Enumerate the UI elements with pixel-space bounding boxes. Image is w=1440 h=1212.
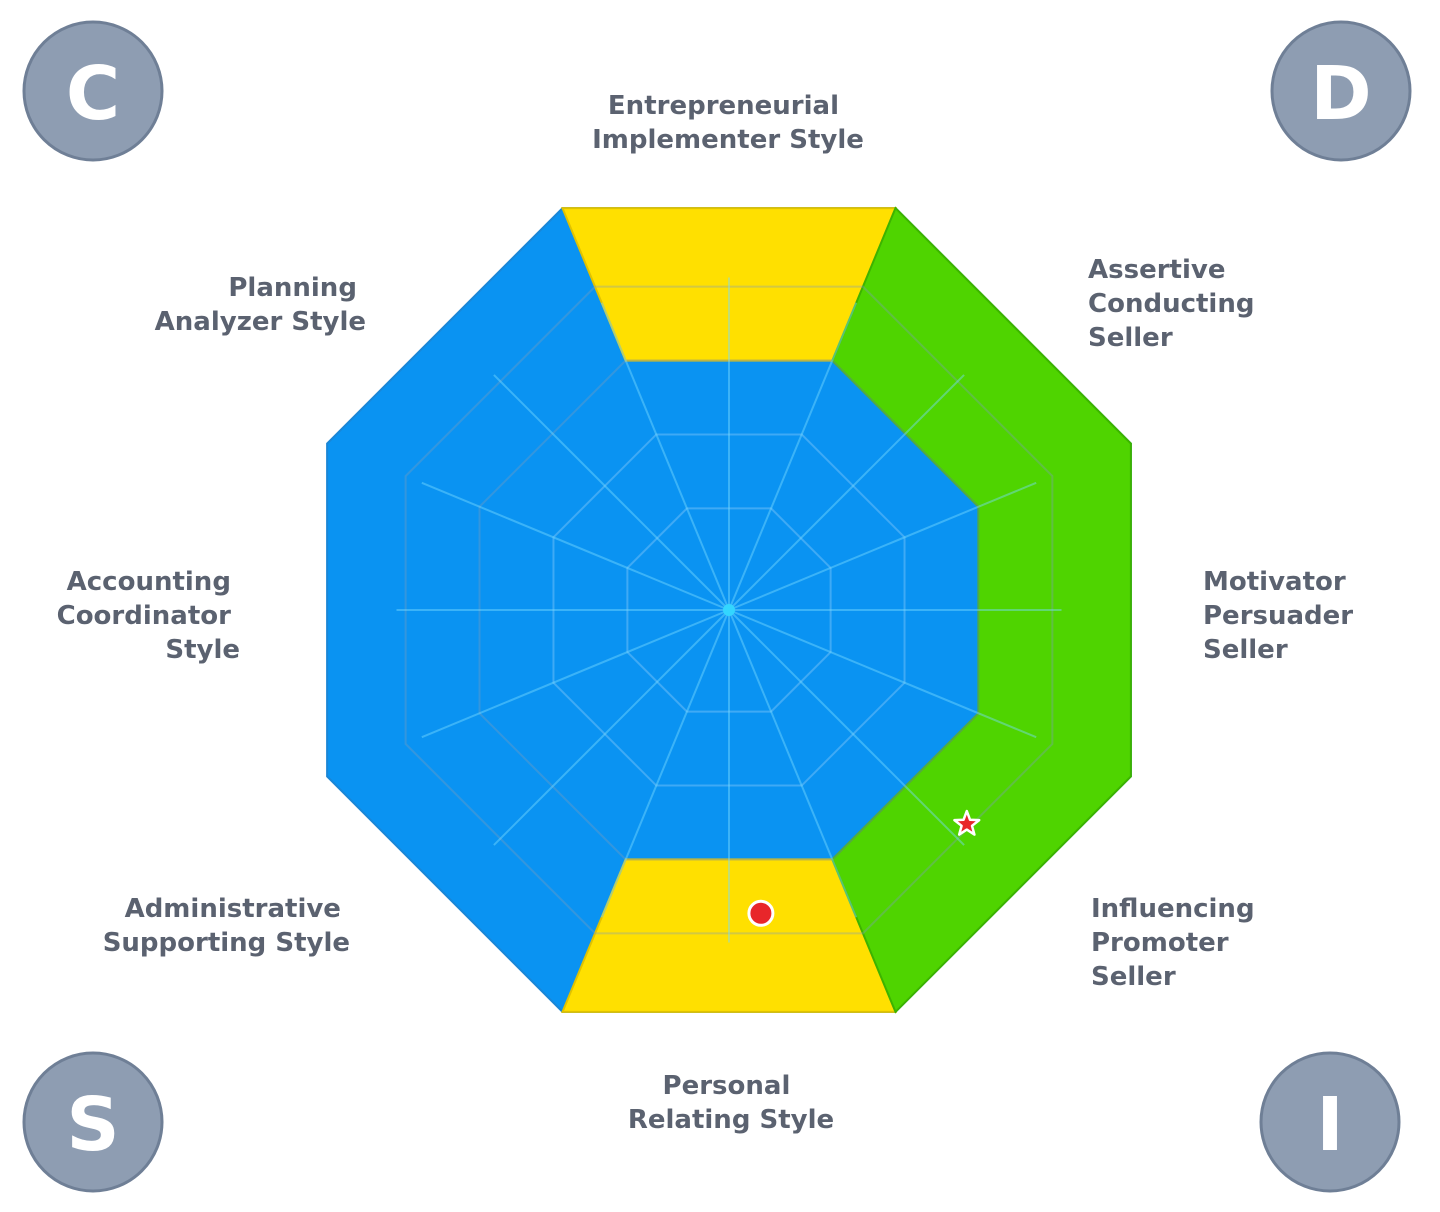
center-dot: [723, 604, 735, 616]
corner-letter-d: D: [1310, 51, 1371, 137]
label-motivator-persuader-seller: Motivator Persuader Seller: [1203, 567, 1362, 665]
ring-2: [552, 433, 906, 787]
spoke-14: [493, 374, 730, 611]
corner-letter-i: I: [1316, 1082, 1344, 1168]
ring-shade-3: [478, 359, 980, 861]
octagon-chart: [326, 206, 1132, 1014]
spoke-1: [728, 302, 858, 611]
label-influencing-promoter-seller: Influencing Promoter Seller: [1091, 894, 1264, 992]
corner-badge-s: S: [22, 1051, 164, 1193]
sector-green-right: [831, 206, 1132, 1014]
spoke-3: [728, 481, 1037, 611]
label-personal-relating: Personal Relating Style: [628, 1071, 834, 1135]
star-marker: [953, 809, 981, 836]
corner-badge-d: D: [1270, 20, 1412, 162]
spoke-15: [600, 302, 730, 611]
label-accounting-coordinator: Accounting Coordinator Style: [57, 567, 240, 665]
circle-marker: [747, 899, 775, 927]
spoke-7: [728, 609, 858, 918]
spoke-6: [728, 609, 965, 846]
corner-letter-s: S: [66, 1082, 119, 1168]
markers: [747, 809, 981, 927]
ring-3: [478, 359, 980, 861]
ring-1: [626, 507, 832, 713]
corner-letter-c: C: [66, 51, 120, 137]
label-planning-analyzer: Planning Analyzer Style: [155, 273, 366, 337]
spoke-10: [493, 609, 730, 846]
spoke-11: [421, 609, 730, 739]
label-assertive-conducting-seller: Assertive Conducting Seller: [1088, 255, 1264, 353]
spoke-9: [600, 609, 730, 918]
ring-4: [404, 285, 1054, 935]
corner-badge-c: C: [22, 20, 164, 162]
label-administrative-supporting: Administrative Supporting Style: [103, 894, 350, 958]
spoke-5: [728, 609, 1037, 739]
ring-shade-4: [404, 285, 1054, 935]
spoke-2: [728, 374, 965, 611]
corner-badge-i: I: [1259, 1051, 1401, 1193]
spoke-13: [421, 481, 730, 611]
label-entrepreneurial-implementer: Entrepreneurial Implementer Style: [592, 91, 864, 155]
